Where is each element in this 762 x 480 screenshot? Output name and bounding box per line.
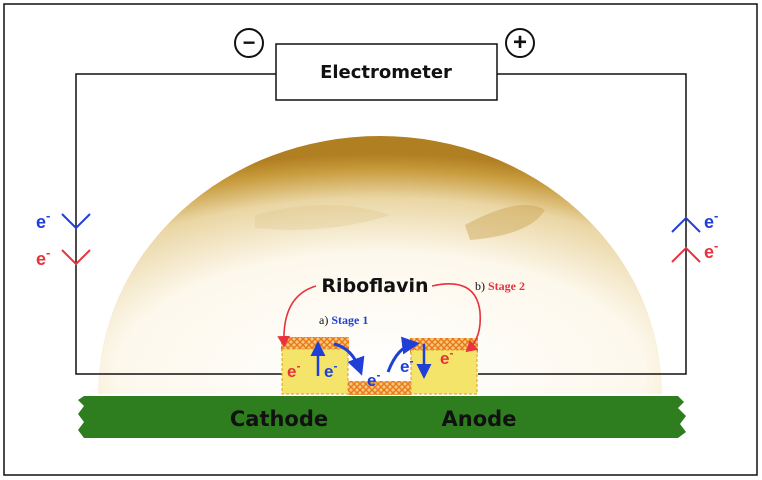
riboflavin-label: Riboflavin xyxy=(321,275,428,297)
anode-label: Anode xyxy=(442,407,517,431)
transfer-arrow-icon xyxy=(386,336,420,373)
up-chevron-icon xyxy=(671,216,701,233)
outer-frame xyxy=(3,3,758,476)
electron-label: e- xyxy=(704,208,718,232)
electrode-base xyxy=(78,396,686,438)
minus-symbol: − xyxy=(243,30,256,55)
stage1-label: a) Stage 1 xyxy=(319,313,368,327)
plus-symbol: + xyxy=(513,29,527,56)
plus-terminal-icon xyxy=(505,28,535,58)
anode-electron-blue: e- xyxy=(400,354,413,376)
stage1-arrow-icon xyxy=(277,285,317,348)
droplet-dome xyxy=(98,136,662,394)
right-electron-flow: e- e- xyxy=(671,208,718,263)
droplet-highlight xyxy=(465,205,545,240)
stage2-label: b) Stage 2 xyxy=(475,279,525,293)
electron-label: e- xyxy=(36,208,50,232)
anode-electron-red: e- xyxy=(440,346,453,368)
cathode-electron-blue: e- xyxy=(324,359,337,381)
down-chevron-icon xyxy=(61,213,91,230)
droplet-haze xyxy=(255,205,390,230)
electron-label: e- xyxy=(36,245,50,269)
cathode-label: Cathode xyxy=(230,407,328,431)
transfer-arrow-icon xyxy=(333,342,365,376)
up-chevron-icon xyxy=(671,246,701,263)
electrometer-label: Electrometer xyxy=(320,62,452,83)
stage2-arrow-icon xyxy=(431,283,482,353)
minus-terminal-icon xyxy=(234,28,264,58)
down-chevron-icon xyxy=(61,249,91,266)
bridge-mesh xyxy=(348,381,412,395)
cathode-electron-red: e- xyxy=(287,359,300,381)
left-electron-flow: e- e- xyxy=(36,208,91,269)
bridge-electron-blue: e- xyxy=(367,368,380,390)
electrometer-box xyxy=(275,43,498,101)
electron-label: e- xyxy=(704,238,718,262)
circuit-wire xyxy=(75,73,687,375)
anode-mesh xyxy=(410,338,478,353)
